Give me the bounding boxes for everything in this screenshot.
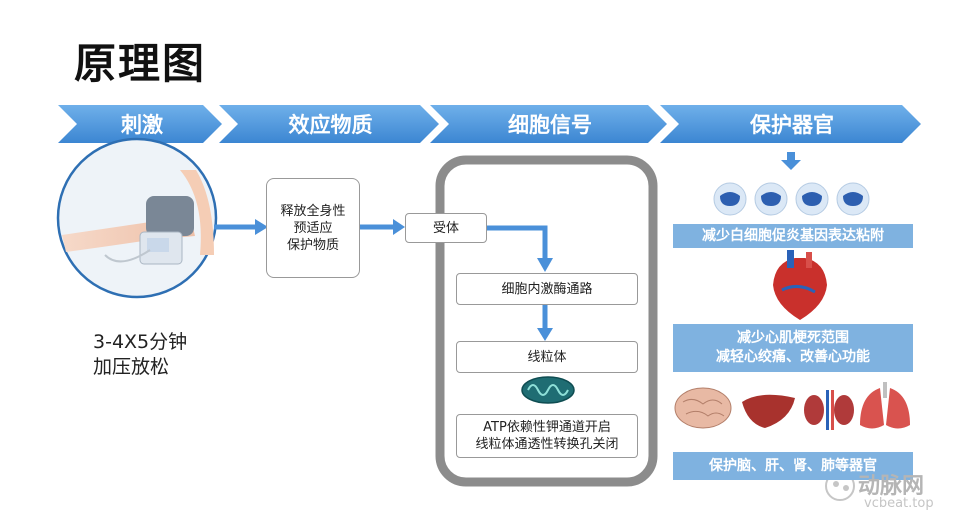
- leukocyte-bar: 减少白细胞促炎基因表达粘附: [673, 224, 913, 248]
- kinase-pathway-box: 细胞内激酶通路: [456, 273, 638, 305]
- effector-box: 释放全身性 预适应 保护物质: [266, 178, 360, 278]
- stimulus-note: 3-4X5分钟 加压放松: [93, 330, 187, 380]
- effector-line3: 保护物质: [286, 237, 339, 253]
- blood-pressure-cuff-illustration: [56, 137, 218, 299]
- stimulus-line2: 加压放松: [93, 356, 170, 378]
- receptor-box: 受体: [405, 213, 487, 243]
- step-effector: 效应物质: [288, 113, 373, 137]
- chevron-1: [58, 105, 222, 143]
- page-title: 原理图: [74, 39, 207, 88]
- mitochondrion-icon: [521, 376, 575, 404]
- leukocyte-icons: [713, 182, 870, 216]
- chevron-4: [660, 105, 921, 143]
- brain-icon: [674, 387, 732, 429]
- chevron-3: [430, 105, 667, 143]
- kidney-icon: [804, 390, 854, 430]
- organs-bar: 保护脑、肝、肾、肺等器官: [673, 452, 913, 480]
- step-protection: 保护器官: [750, 113, 834, 137]
- myocardium-line2: 减轻心绞痛、改善心功能: [716, 349, 870, 365]
- myocardium-line1: 减少心肌梗死范围: [737, 330, 849, 346]
- step-stimulus: 刺激: [121, 113, 163, 137]
- mitochondria-box: 线粒体: [456, 341, 638, 373]
- channel-line1: ATP依赖性钾通道开启: [483, 420, 611, 435]
- effector-line2: 预适应: [293, 220, 333, 236]
- stimulus-line1: 3-4X5分钟: [93, 331, 188, 353]
- channel-box: ATP依赖性钾通道开启 线粒体通透性转换孔关闭: [456, 414, 638, 458]
- lungs-icon: [860, 382, 910, 429]
- chevron-2: [219, 105, 439, 143]
- channel-line2: 线粒体通透性转换孔关闭: [475, 437, 619, 452]
- step-signal: 细胞信号: [508, 113, 592, 137]
- myocardium-bar: 减少心肌梗死范围 减轻心绞痛、改善心功能: [673, 324, 913, 372]
- heart-icon: [773, 250, 827, 320]
- watermark-url: vcbeat.top: [864, 496, 934, 511]
- watermark-name: 动脉网: [858, 474, 925, 499]
- liver-icon: [742, 394, 795, 428]
- effector-line1: 释放全身性: [280, 203, 346, 219]
